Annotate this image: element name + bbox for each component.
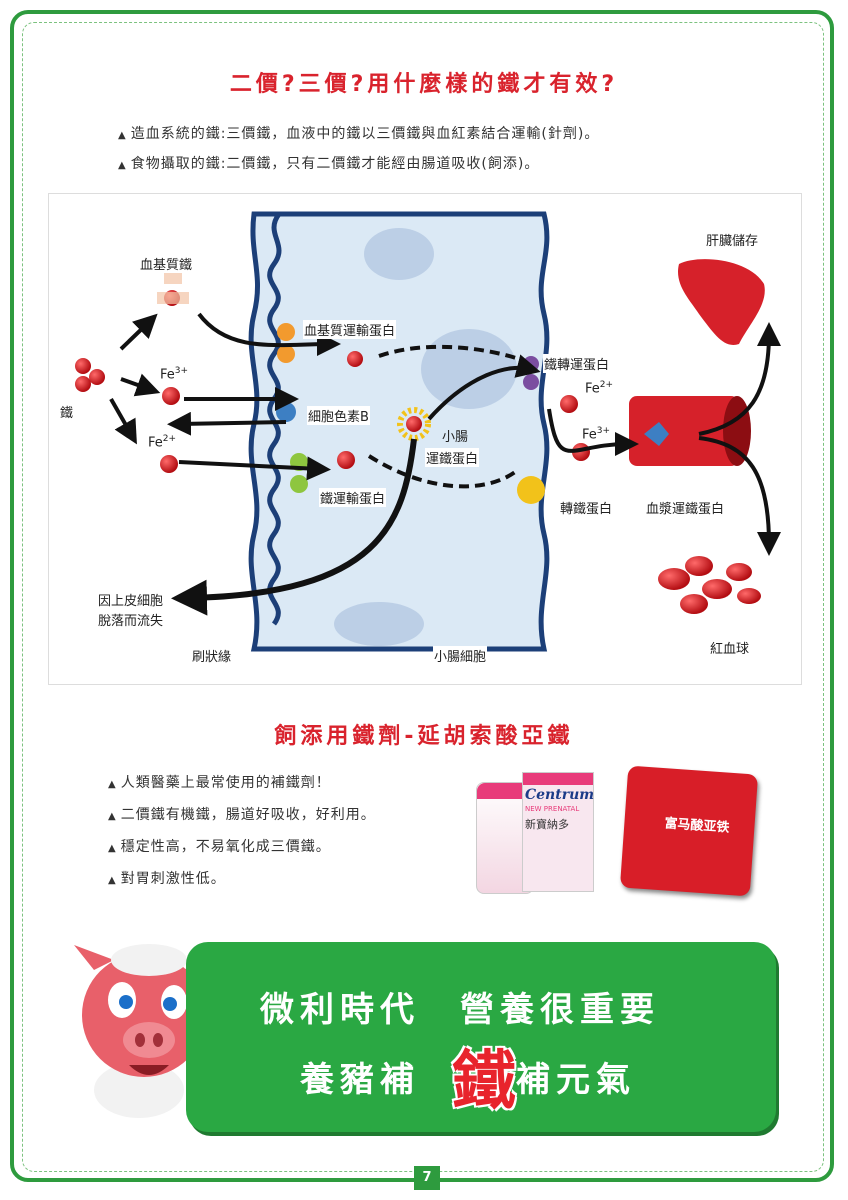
enterocyte-label: 小腸細胞 [433, 646, 488, 665]
feature-bullet-list: ▲人類醫藥上最常使用的補鐵劑！ ▲二價鐵有機鐵，腸道好吸收，好利用。 ▲穩定性高… [108, 768, 376, 896]
fe3-right-label: Fe3+ [582, 426, 611, 443]
intro-bullet-list: ▲造血系統的鐵:三價鐵，血液中的鐵以三價鐵與血紅素結合運輸(針劑)。 ▲食物攝取… [118, 120, 599, 180]
triangle-bullet-icon: ▲ [118, 160, 127, 171]
ferrous-fumarate-bag-image: 富马酸亚铁 [619, 765, 759, 897]
liver-shape [678, 259, 765, 345]
heme-iron-label: 血基質鐵 [139, 254, 194, 273]
feature-bullet: ▲對胃刺激性低。 [108, 871, 226, 887]
cytochrome-b-protein [276, 402, 296, 422]
blood-vessel-opening [723, 396, 751, 466]
shedding-label-2: 脫落而流失 [97, 610, 165, 629]
fe2-left-label: Fe2+ [148, 434, 177, 451]
centrum-brand-text: Centrum [525, 787, 595, 803]
heme-transporter-label: 血基質運輸蛋白 [303, 320, 397, 339]
shedding-label-1: 因上皮細胞 [97, 590, 165, 609]
slogan-banner [186, 942, 776, 1132]
centrum-box-image: Centrum NEW PRENATAL 新寶納多 [522, 772, 594, 892]
brush-border-label: 刷狀緣 [191, 646, 233, 665]
cytochrome-b-label: 細胞色素B [307, 406, 370, 425]
ferritin-ring [397, 407, 431, 441]
organelle-shape [334, 602, 424, 646]
heme-cross-shape [157, 272, 189, 304]
ferritin-label-2: 運鐵蛋白 [425, 448, 480, 467]
centrum-line-text: NEW PRENATAL [525, 805, 580, 813]
triangle-bullet-icon: ▲ [108, 843, 117, 854]
pig-mascot-image [74, 944, 214, 1118]
iron-atoms [75, 290, 590, 473]
mid-heading: 飼添用鐵劑-延胡索酸亞鐵 [274, 724, 574, 749]
organelle-shape [364, 228, 434, 280]
triangle-bullet-icon: ▲ [118, 130, 127, 141]
heme-transporter-protein [277, 323, 295, 341]
fe2-right-label: Fe2+ [585, 380, 614, 397]
triangle-bullet-icon: ▲ [108, 779, 117, 790]
feature-bullet: ▲穩定性高，不易氧化成三價鐵。 [108, 839, 331, 855]
ferroportin-label: 鐵轉運蛋白 [543, 354, 611, 373]
flow-arrows [109, 312, 781, 616]
intro-bullet: ▲造血系統的鐵:三價鐵，血液中的鐵以三價鐵與血紅素結合運輸(針劑)。 [118, 126, 600, 142]
hephaestin-label: 轉鐵蛋白 [559, 498, 614, 517]
dashed-arrows [367, 344, 521, 489]
page-number: 7 [414, 1166, 440, 1190]
feature-bullet: ▲二價鐵有機鐵，腸道好吸收，好利用。 [108, 807, 376, 823]
triangle-bullet-icon: ▲ [108, 811, 117, 822]
banner-line-2: 養豬補補元氣 [300, 1060, 636, 1100]
intro-bullet: ▲食物攝取的鐵:二價鐵，只有二價鐵才能經由腸道吸收(飼添)。 [118, 156, 540, 172]
banner-iron-character: 鐵 [452, 1045, 516, 1119]
triangle-bullet-icon: ▲ [108, 875, 117, 886]
top-heading: 二價?三價?用什麼樣的鐵才有效? [229, 72, 619, 97]
ferritin-label-1: 小腸 [442, 430, 469, 445]
iron-transporter-label: 鐵運輸蛋白 [319, 488, 387, 507]
nucleus-shape [421, 329, 517, 409]
iron-label: 鐵 [59, 402, 75, 421]
liver-storage-label: 肝臟儲存 [705, 230, 760, 249]
blood-vessel-shape [629, 396, 739, 466]
ferroportin-protein [523, 374, 539, 390]
iron-absorption-diagram: 血基質鐵 鐵 Fe3+ Fe2+ 血基質運輸蛋白 細胞色素B 鐵運輸蛋白 小腸 … [48, 193, 802, 685]
bag-product-name: 富马酸亚铁 [663, 816, 730, 836]
transferrin-shape [644, 422, 669, 446]
feature-bullet: ▲人類醫藥上最常使用的補鐵劑！ [108, 775, 331, 791]
centrum-name-text: 新寶納多 [525, 818, 569, 831]
fe3-left-label: Fe3+ [160, 366, 189, 383]
red-blood-cells-label: 紅血球 [709, 638, 751, 657]
heme-transporter-protein [277, 345, 295, 363]
plasma-transferrin-label: 血漿運鐵蛋白 [645, 498, 726, 517]
banner-line-1: 微利時代 營養很重要 [260, 990, 660, 1030]
hephaestin-protein [517, 476, 545, 504]
red-blood-cells-group [658, 556, 761, 614]
iron-transporter-protein [290, 475, 308, 493]
